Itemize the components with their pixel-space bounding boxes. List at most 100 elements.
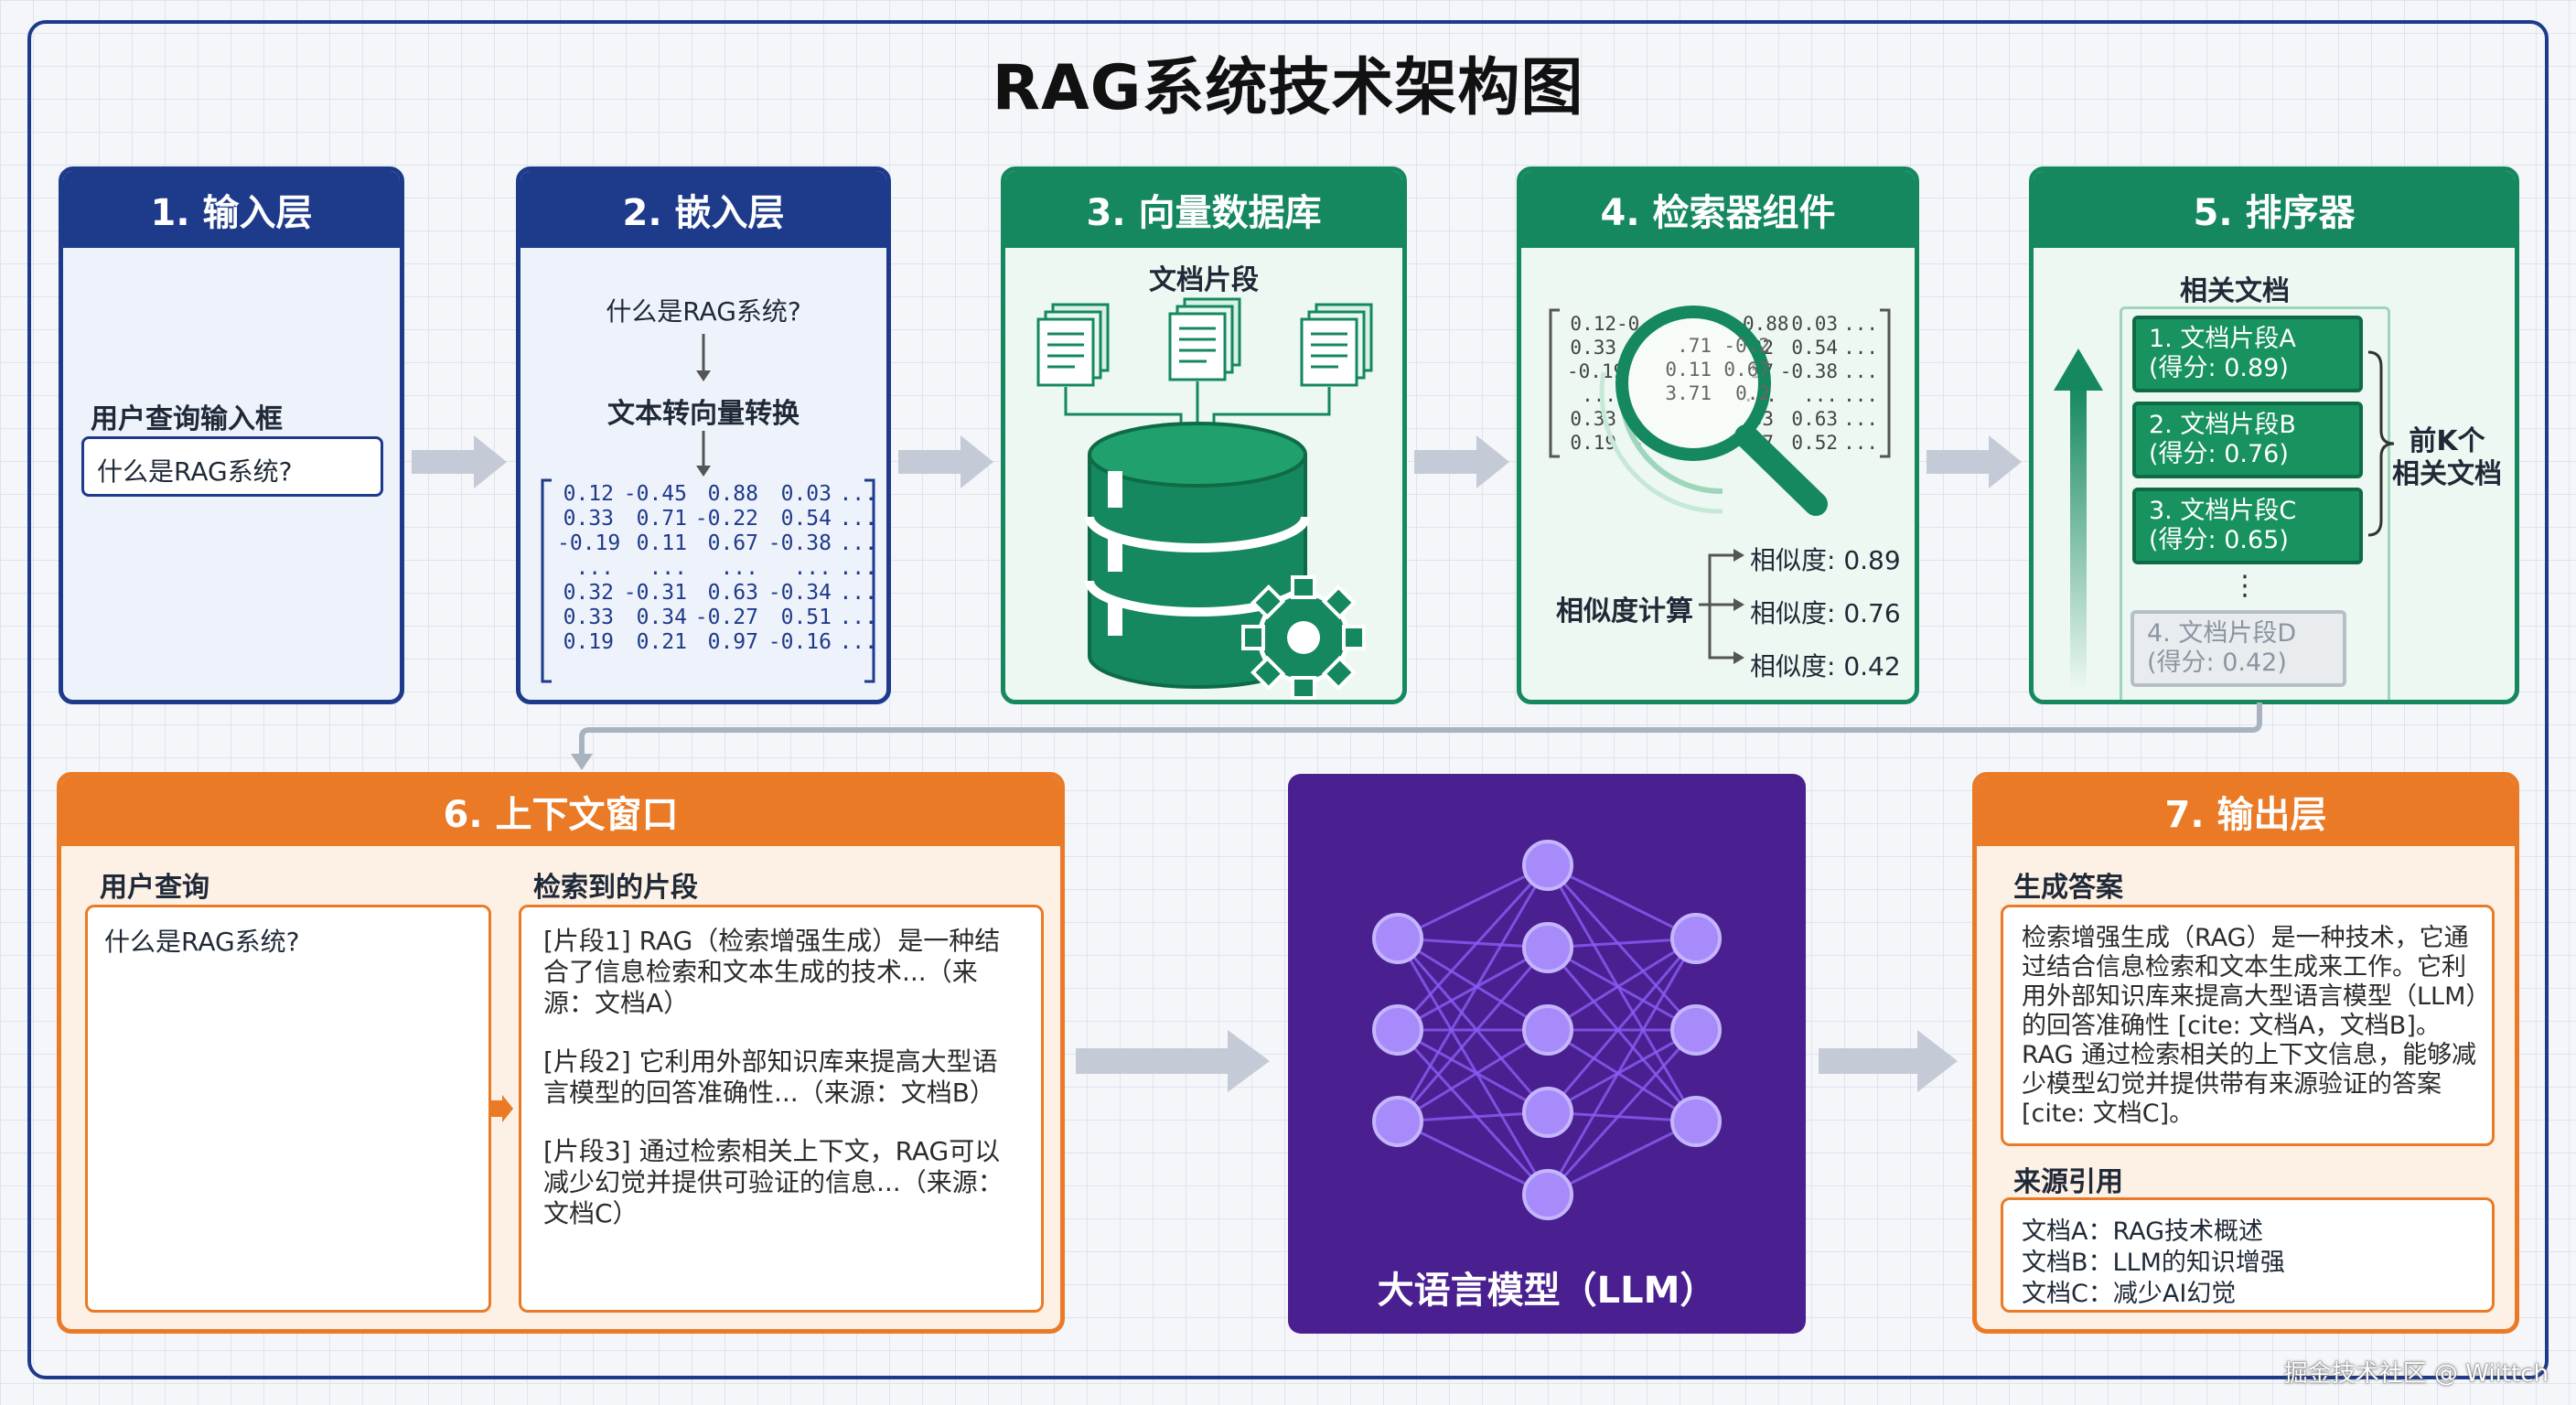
ranked-doc-score: (得分: 0.65) (2149, 526, 2289, 554)
document-stack-icon (1036, 303, 1110, 387)
matrix-cell: ... (839, 531, 877, 555)
source-citation-item: 文档A：RAG技术概述 (2022, 1217, 2264, 1246)
matrix-cell: ... (1843, 384, 1878, 406)
neural-edge (1546, 864, 1698, 1122)
matrix-cell: 0.11 (636, 531, 687, 555)
neural-network-icon (1372, 840, 1722, 1220)
retrieved-chunks-box: [片段1] RAG（检索增强生成）是一种结合了信息检索和文本生成的技术...（来… (519, 905, 1044, 1313)
matrix-row: 3.71 0.2 (1660, 381, 1770, 405)
neural-edge (1547, 1028, 1697, 1114)
matrix-cell: -0.2 (1723, 335, 1770, 357)
matrix-cell: ... (839, 482, 877, 506)
stage-input-layer: 1. 输入层 用户查询输入框 什么是RAG系统? (59, 166, 404, 704)
retrieved-chunk-2: [片段2] 它利用外部知识库来提高大型语言模型的回答准确性...（来源：文档B） (543, 1046, 998, 1108)
matrix-cell: ... (793, 556, 832, 580)
context-query-box: 什么是RAG系统? (85, 905, 491, 1313)
doc-chunks-label: 文档片段 (1149, 264, 1259, 296)
neural-edge (1396, 864, 1550, 1122)
matrix-cell: 0.54 (1791, 337, 1838, 359)
query-input-field[interactable]: 什么是RAG系统? (81, 436, 383, 497)
neural-edge (1547, 946, 1697, 1032)
matrix-cell: ... (839, 507, 877, 531)
neural-edge (1547, 863, 1697, 940)
flow-arrow-4-5 (1927, 435, 2022, 488)
matrix-cell: -0.19 (557, 531, 621, 555)
ranked-doc-c[interactable]: 3. 文档片段C (得分: 0.65) (2132, 488, 2363, 564)
ranked-doc-a[interactable]: 1. 文档片段A (得分: 0.89) (2132, 316, 2363, 392)
similarity-branch-arrows (1699, 549, 1744, 664)
stage-title: 3. 向量数据库 (1005, 171, 1402, 248)
stage-title: 7. 输出层 (1977, 777, 2515, 846)
flow-arrow-3-4 (1414, 435, 1509, 488)
ranked-doc-score: (得分: 0.42) (2147, 649, 2287, 677)
stage-title: 5. 排序器 (2034, 171, 2515, 248)
matrix-cell: 0.63 (1791, 408, 1838, 430)
retrieved-chunk-1: [片段1] RAG（检索增强生成）是一种结合了信息检索和文本生成的技术...（来… (543, 926, 1001, 1018)
stage-title: 1. 输入层 (63, 171, 400, 248)
matrix-row: 0.12-0. (1567, 312, 1651, 336)
matrix-cell: ... (1803, 384, 1838, 406)
matrix-cell: ... (1843, 432, 1878, 454)
matrix-row: 0.33 (1567, 336, 1644, 359)
neural-edge (1546, 938, 1698, 1113)
matrix-cell: 0.11 (1665, 359, 1712, 381)
neural-edge (1397, 946, 1549, 1032)
matrix-cell: ... (839, 581, 877, 605)
similarity-score-1: 相似度: 0.89 (1750, 545, 1901, 575)
neural-node (1372, 1004, 1423, 1056)
source-citation-item: 文档B：LLM的知识增强 (2022, 1249, 2285, 1277)
ranked-doc-b[interactable]: 2. 文档片段B (得分: 0.76) (2132, 402, 2363, 478)
down-arrow-icon (696, 334, 711, 381)
neural-node (1372, 913, 1423, 964)
similarity-score-3: 相似度: 0.42 (1750, 651, 1901, 681)
llm-block: 大语言模型（LLM） (1288, 774, 1806, 1334)
neural-edge (1546, 1028, 1698, 1196)
retrieved-chunks-label: 检索到的片段 (533, 872, 698, 904)
matrix-cell: 3.71 (1665, 382, 1712, 404)
ranked-doc-d[interactable]: 4. 文档片段D (得分: 0.42) (2131, 610, 2346, 687)
down-arrow-icon (696, 431, 711, 477)
matrix-cell: 0.21 (636, 630, 687, 654)
matrix-cell: ... (649, 556, 687, 580)
matrix-cell: 0.67 (707, 531, 758, 555)
matrix-brackets (541, 478, 875, 683)
similarity-score-2: 相似度: 0.76 (1750, 598, 1901, 628)
diagram-title: RAG系统技术架构图 (992, 52, 1584, 124)
source-citations-box: 文档A：RAG技术概述 文档B：LLM的知识增强 文档C：减少AI幻觉 (2001, 1197, 2495, 1313)
outer-frame (27, 20, 2549, 1379)
neural-edge (1546, 938, 1698, 1196)
flow-arrow-1-2 (412, 435, 507, 488)
source-citation-item: 文档C：减少AI幻觉 (2022, 1280, 2237, 1308)
neural-edge (1396, 947, 1550, 1122)
neural-edge (1396, 938, 1550, 1196)
stage-output-layer: 7. 输出层 生成答案 检索增强生成（RAG）是一种技术，它通过结合信息检索和文… (1972, 772, 2519, 1334)
stage-title: 2. 嵌入层 (521, 171, 886, 248)
matrix-cell: 0.12 (563, 482, 614, 506)
neural-node (1522, 1004, 1573, 1056)
neural-network-edges (1396, 863, 1698, 1196)
flow-arrow-llm-7 (1819, 1030, 1958, 1092)
ranked-doc-score: (得分: 0.76) (2149, 440, 2289, 468)
vector-convert-label: 文本转向量转换 (607, 398, 800, 430)
llm-label: 大语言模型（LLM） (1377, 1270, 1717, 1312)
neural-edge (1397, 1120, 1549, 1196)
matrix-cell: -0.34 (767, 581, 832, 605)
document-stack-icon (1168, 297, 1241, 381)
top-k-brace (2367, 350, 2395, 537)
matrix-cell: 0.03 (780, 482, 832, 506)
matrix-cell: 0.33 (563, 606, 614, 629)
top-k-outline (2120, 306, 2390, 700)
matrix-cell: -0.16 (767, 630, 832, 654)
matrix-cell: ... (839, 630, 877, 654)
matrix-cell: 0.2 (1735, 382, 1770, 404)
context-merge-arrow (491, 1095, 513, 1122)
ranked-doc-score: (得分: 0.89) (2149, 354, 2289, 382)
generated-answer-label: 生成答案 (2013, 872, 2123, 904)
flow-arrow-6-llm (1076, 1030, 1270, 1092)
